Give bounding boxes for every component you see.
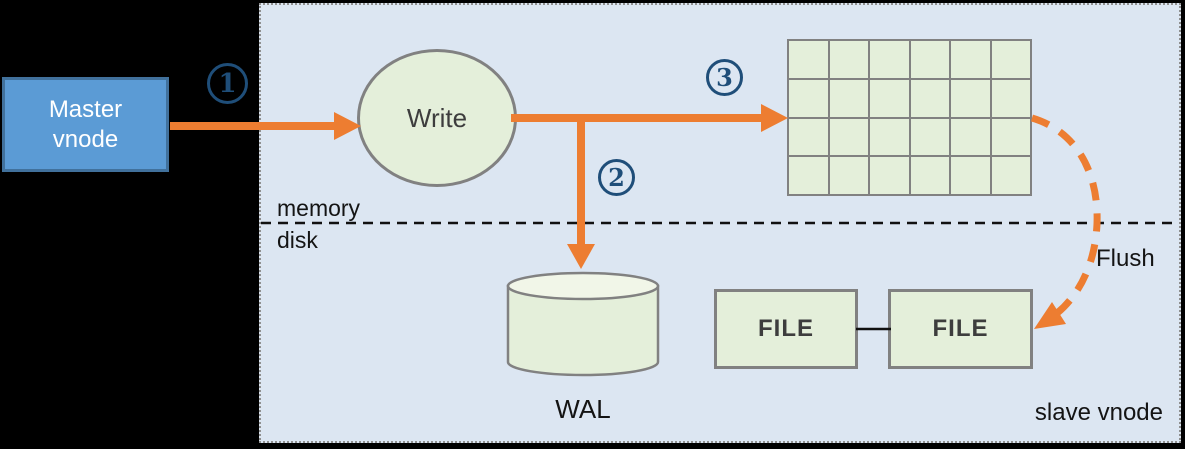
slave-vnode-label: slave vnode [1034, 399, 1163, 426]
file-box-2-label: FILE [932, 315, 989, 342]
file-box-1: FILE [714, 289, 858, 369]
step-2-number: 2 [608, 163, 625, 192]
wal-label: WAL [555, 394, 611, 424]
file-box-1-label: FILE [758, 315, 814, 342]
memtable-grid [787, 39, 1032, 196]
grid-cell [910, 157, 949, 194]
grid-cell [910, 41, 949, 78]
step-1-number: 1 [218, 68, 237, 99]
wal-cylinder [506, 271, 660, 377]
grid-cell [789, 157, 828, 194]
grid-cell [951, 41, 990, 78]
grid-cell [870, 79, 909, 117]
master-vnode-label-line2: vnode [52, 125, 119, 153]
grid-cell [829, 79, 868, 117]
grid-cell [829, 118, 868, 156]
grid-cell [829, 157, 868, 194]
grid-cell [910, 79, 949, 117]
write-node-label: Write [406, 102, 468, 133]
grid-cell [870, 157, 909, 194]
write-node: Write [357, 49, 517, 187]
grid-cell [991, 79, 1030, 117]
grid-cell [789, 41, 828, 78]
grid-cell [991, 157, 1030, 194]
wal-cylinder-body [506, 284, 660, 377]
step-3-badge: 3 [706, 59, 743, 96]
grid-cell [991, 118, 1030, 156]
grid-cell [789, 79, 828, 117]
grid-cell [789, 118, 828, 156]
grid-cell [870, 118, 909, 156]
file-box-2: FILE [888, 289, 1033, 369]
disk-label: disk [277, 227, 318, 253]
memory-label: memory [277, 195, 361, 221]
grid-cell [951, 118, 990, 156]
grid-cell [991, 41, 1030, 78]
master-vnode-label-line1: Master [48, 95, 123, 123]
grid-cell [951, 79, 990, 117]
flush-label: Flush [1096, 245, 1155, 272]
grid-cell [829, 41, 868, 78]
step-2-badge: 2 [598, 159, 635, 196]
step-1-badge: 1 [207, 63, 248, 104]
step-3-number: 3 [716, 63, 733, 92]
wal-cylinder-top [506, 271, 660, 301]
master-vnode-box: Master vnode [2, 77, 169, 172]
grid-cell [870, 41, 909, 78]
grid-cell [951, 157, 990, 194]
grid-cell [910, 118, 949, 156]
